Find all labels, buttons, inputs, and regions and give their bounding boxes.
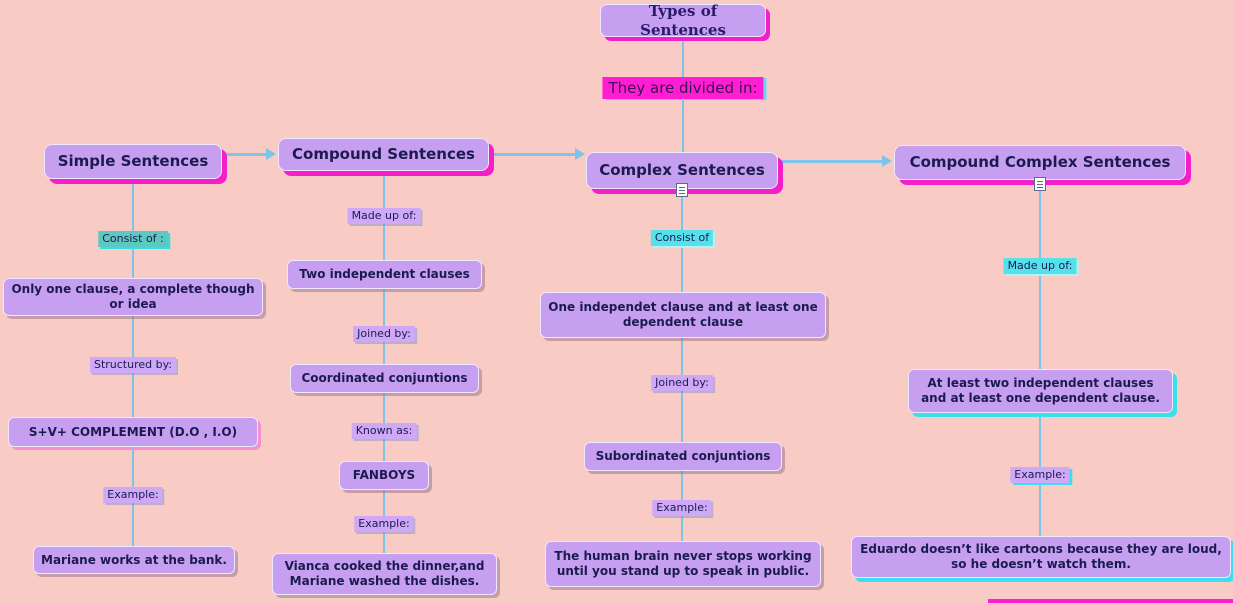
node-simple-example[interactable]: Mariane works at the bank. (33, 546, 235, 574)
link-phrase-compound-madeup[interactable]: Made up of: (347, 208, 421, 225)
root-node-title[interactable]: Types of Sentences (600, 2, 766, 39)
bottom-edge-decoration (988, 599, 1233, 603)
divider-link-phrase[interactable]: They are divided in: (602, 77, 764, 99)
node-compound-clauses[interactable]: Two independent clauses (287, 260, 482, 289)
note-icon[interactable] (1034, 177, 1046, 191)
arrowhead-icon (882, 155, 892, 167)
link-phrase-compound-known[interactable]: Known as: (351, 423, 417, 440)
link-phrase-compound-complex-example[interactable]: Example: (1010, 467, 1070, 484)
connector-compound-complex-branch (1039, 178, 1041, 539)
link-phrase-complex-example[interactable]: Example: (652, 500, 712, 517)
node-compound-complex-example[interactable]: Eduardo doesn’t like cartoons because th… (851, 536, 1231, 578)
arrowhead-icon (266, 148, 276, 160)
link-phrase-simple-structured[interactable]: Structured by: (89, 357, 177, 374)
node-complex-example[interactable]: The human brain never stops working unti… (545, 541, 821, 587)
branch-heading-compound[interactable]: Compound Sentences (278, 138, 489, 171)
link-phrase-complex-consist[interactable]: Consist of (650, 230, 714, 247)
connector-complex-branch (681, 188, 683, 544)
node-compound-complex-definition[interactable]: At least two independent clauses and at … (908, 369, 1173, 413)
arrow-simple-to-compound (222, 153, 272, 156)
link-phrase-simple-consist[interactable]: Consist of : (98, 231, 168, 248)
link-phrase-simple-example[interactable]: Example: (103, 487, 163, 504)
arrow-compound-to-complex (489, 153, 581, 156)
node-simple-definition[interactable]: Only one clause, a complete though or id… (3, 278, 263, 316)
connector-compound-branch (383, 171, 385, 556)
arrowhead-icon (575, 148, 585, 160)
node-complex-definition[interactable]: One independet clause and at least one d… (540, 292, 826, 338)
link-phrase-compound-complex-madeup[interactable]: Made up of: (1003, 258, 1077, 275)
node-compound-example[interactable]: Vianca cooked the dinner,and Mariane was… (272, 553, 497, 595)
node-compound-fanboys[interactable]: FANBOYS (339, 461, 429, 490)
link-phrase-complex-joined[interactable]: Joined by: (651, 375, 713, 392)
link-phrase-compound-joined[interactable]: Joined by: (353, 326, 415, 343)
node-complex-conjunctions[interactable]: Subordinated conjuntions (584, 442, 782, 471)
arrow-complex-to-compound-complex (778, 160, 888, 163)
node-simple-structure[interactable]: S+V+ COMPLEMENT (D.O , I.O) (8, 417, 258, 447)
link-phrase-compound-example[interactable]: Example: (354, 516, 414, 533)
branch-heading-compound-complex[interactable]: Compound Complex Sentences (894, 145, 1186, 180)
note-icon[interactable] (676, 183, 688, 197)
branch-heading-simple[interactable]: Simple Sentences (44, 144, 222, 179)
node-compound-conjunctions[interactable]: Coordinated conjuntions (290, 364, 479, 393)
